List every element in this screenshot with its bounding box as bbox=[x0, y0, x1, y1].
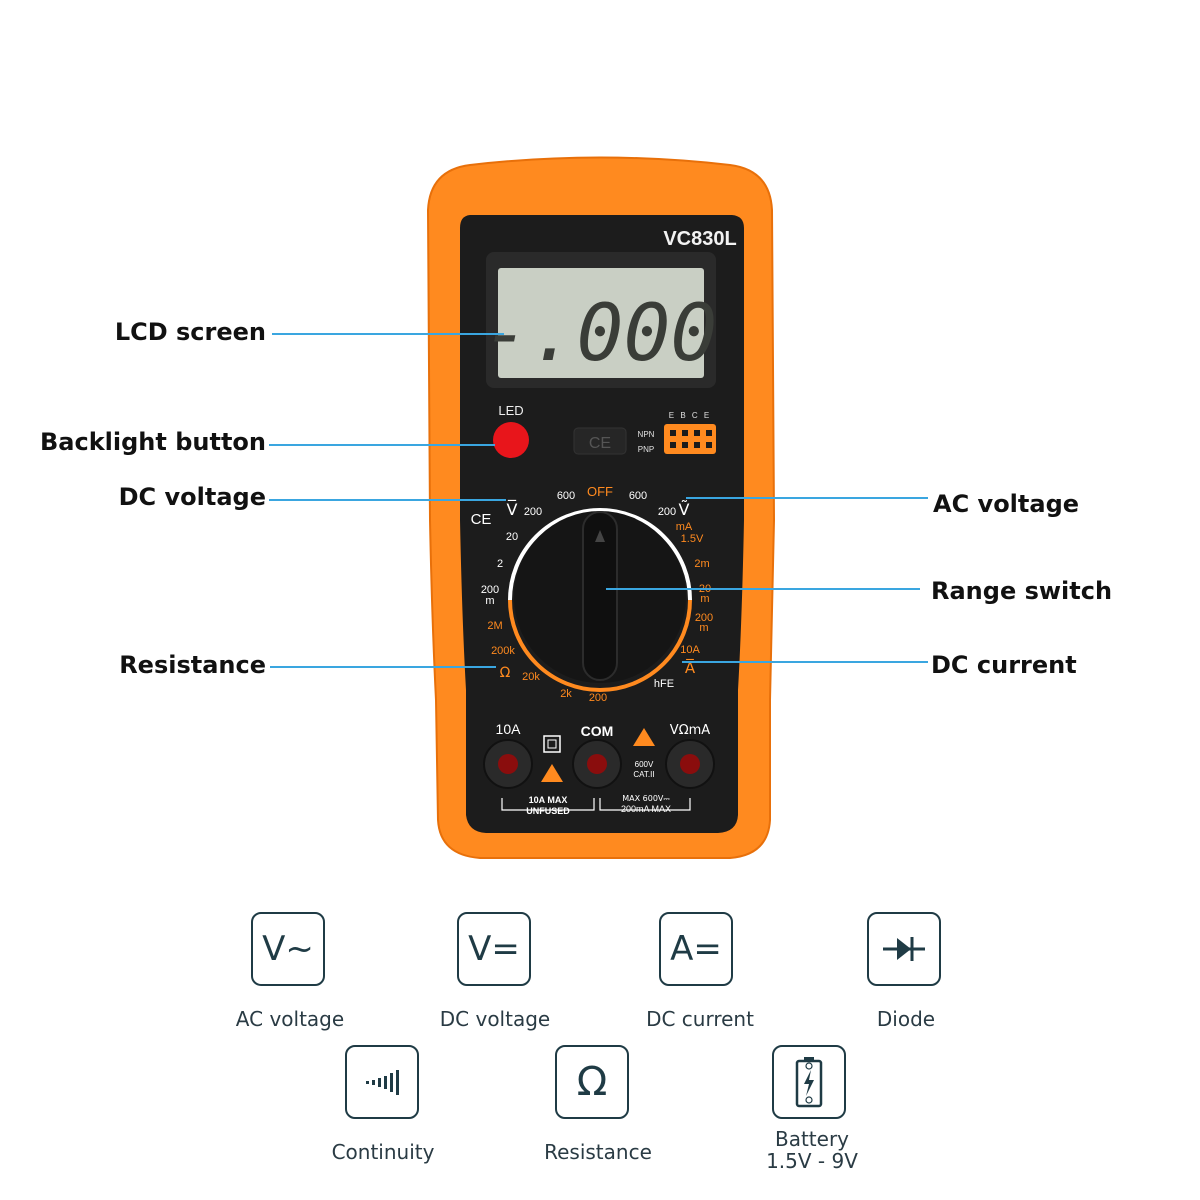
icon-label-dc-voltage: DC voltage bbox=[439, 1007, 551, 1031]
callout-dc-current: DC current bbox=[931, 651, 1077, 679]
dial-ring-white bbox=[508, 508, 692, 601]
callout-lines bbox=[269, 333, 928, 668]
socket-holes bbox=[670, 430, 712, 448]
jack-bracket-left bbox=[501, 798, 595, 811]
jack-com[interactable] bbox=[572, 739, 622, 789]
model-name: VC830L bbox=[663, 228, 736, 250]
dial-dca-symbol: A̅ bbox=[685, 658, 696, 677]
double-insulation-icon bbox=[543, 735, 561, 753]
backlight-button[interactable] bbox=[493, 422, 529, 458]
icon-label-ac-voltage: AC voltage bbox=[235, 1007, 345, 1031]
dial-ring-orange bbox=[508, 599, 692, 692]
svg-text:m: m bbox=[485, 595, 494, 607]
transistor-pin-labels: E B C E bbox=[669, 411, 711, 420]
jack-bracket-right bbox=[599, 798, 691, 811]
callout-lcd-screen: LCD screen bbox=[114, 318, 266, 346]
cat-rating-voltage: 600V bbox=[635, 760, 654, 769]
svg-text:20k: 20k bbox=[522, 671, 540, 683]
ce-plate bbox=[573, 427, 627, 455]
jack-vohm-note-1: MAX 600V⎓ bbox=[622, 794, 670, 803]
multimeter-illustration: VC830L -.000 LED CE E B C E NPN PNP OFF … bbox=[269, 156, 928, 859]
svg-text:200: 200 bbox=[481, 584, 499, 596]
ce-plate-mark: CE bbox=[589, 435, 611, 452]
svg-text:200: 200 bbox=[695, 612, 713, 624]
jack-10a-note-2: UNFUSED bbox=[526, 806, 570, 816]
svg-text:10A: 10A bbox=[680, 644, 700, 656]
ac-voltage-icon: V~ bbox=[251, 912, 325, 986]
jack-vohm-label: VΩmA bbox=[670, 723, 710, 738]
resistance-icon: Ω bbox=[555, 1045, 629, 1119]
range-switch-pointer[interactable] bbox=[582, 511, 618, 681]
dial-hfe: hFE bbox=[654, 678, 674, 690]
dc-voltage-icon: V= bbox=[457, 912, 531, 986]
jack-vohm[interactable] bbox=[665, 739, 715, 789]
npn-label: NPN bbox=[638, 430, 655, 439]
continuity-icon bbox=[345, 1045, 419, 1119]
jack-10a[interactable] bbox=[483, 739, 533, 789]
dial-off: OFF bbox=[587, 484, 613, 499]
battery-icon bbox=[772, 1045, 846, 1119]
icon-label-resistance: Resistance bbox=[544, 1140, 652, 1164]
icon-label-dc-current: DC current bbox=[646, 1007, 754, 1031]
svg-text:20: 20 bbox=[506, 531, 518, 543]
diode-symbol bbox=[883, 937, 925, 961]
svg-text:2k: 2k bbox=[560, 688, 572, 700]
pnp-label: PNP bbox=[638, 445, 654, 454]
dial-dcv-symbol: V̅ bbox=[507, 500, 518, 519]
svg-text:200: 200 bbox=[589, 692, 607, 704]
pointer-arrow bbox=[595, 530, 605, 542]
dial-dcv-ranges: 600 200 20 2 200 m bbox=[481, 490, 575, 607]
transistor-socket[interactable] bbox=[664, 424, 716, 454]
dial-ohm: Ω bbox=[500, 665, 511, 681]
callout-range-switch: Range switch bbox=[931, 577, 1113, 605]
dial-acv-symbol: Ṽ bbox=[679, 500, 690, 519]
svg-text:600: 600 bbox=[557, 490, 575, 502]
lcd-reading: -.000 bbox=[483, 289, 718, 379]
cat-rating-class: CAT.II bbox=[633, 770, 654, 779]
svg-text:m: m bbox=[700, 593, 709, 605]
jack-vohm-note-2: 200mA MAX bbox=[621, 804, 671, 814]
diode-icon bbox=[867, 912, 941, 986]
icon-label-diode: Diode bbox=[876, 1007, 936, 1031]
led-label: LED bbox=[498, 403, 523, 418]
dc-current-icon: A= bbox=[659, 912, 733, 986]
svg-text:mA: mA bbox=[676, 521, 693, 533]
warning-icon-left bbox=[541, 764, 563, 782]
svg-text:1.5V: 1.5V bbox=[681, 533, 704, 545]
svg-text:200: 200 bbox=[658, 506, 676, 518]
svg-text:600: 600 bbox=[629, 490, 647, 502]
svg-text:2: 2 bbox=[497, 558, 503, 570]
icon-label-continuity: Continuity bbox=[331, 1140, 435, 1164]
callout-backlight-button: Backlight button bbox=[39, 428, 266, 456]
dial-ce-mark: CE bbox=[471, 511, 492, 528]
dial-acv-ranges: 600 200 bbox=[629, 490, 676, 518]
jack-com-label: COM bbox=[581, 723, 614, 739]
warning-icon-right bbox=[633, 728, 655, 746]
lcd-screen bbox=[498, 268, 704, 378]
dial-resistance-ranges: 2M 200k 20k 2k 200 bbox=[487, 620, 607, 704]
dial-current-ranges: mA 1.5V 2m 20 m 200 m 10A bbox=[676, 521, 713, 656]
svg-text:2M: 2M bbox=[487, 620, 502, 632]
svg-text:200k: 200k bbox=[491, 645, 515, 657]
callout-dc-voltage: DC voltage bbox=[118, 483, 266, 511]
icon-label-battery: Battery 1.5V - 9V bbox=[766, 1127, 858, 1173]
battery-symbol bbox=[795, 1057, 823, 1108]
jack-10a-note-1: 10A MAX bbox=[529, 795, 568, 805]
svg-text:2m: 2m bbox=[694, 558, 709, 570]
continuity-symbol bbox=[366, 1070, 399, 1095]
callout-resistance: Resistance bbox=[119, 651, 266, 679]
jack-10a-label: 10A bbox=[496, 721, 522, 737]
callout-ac-voltage: AC voltage bbox=[933, 490, 1080, 518]
svg-text:m: m bbox=[699, 622, 708, 634]
svg-text:200: 200 bbox=[524, 506, 542, 518]
